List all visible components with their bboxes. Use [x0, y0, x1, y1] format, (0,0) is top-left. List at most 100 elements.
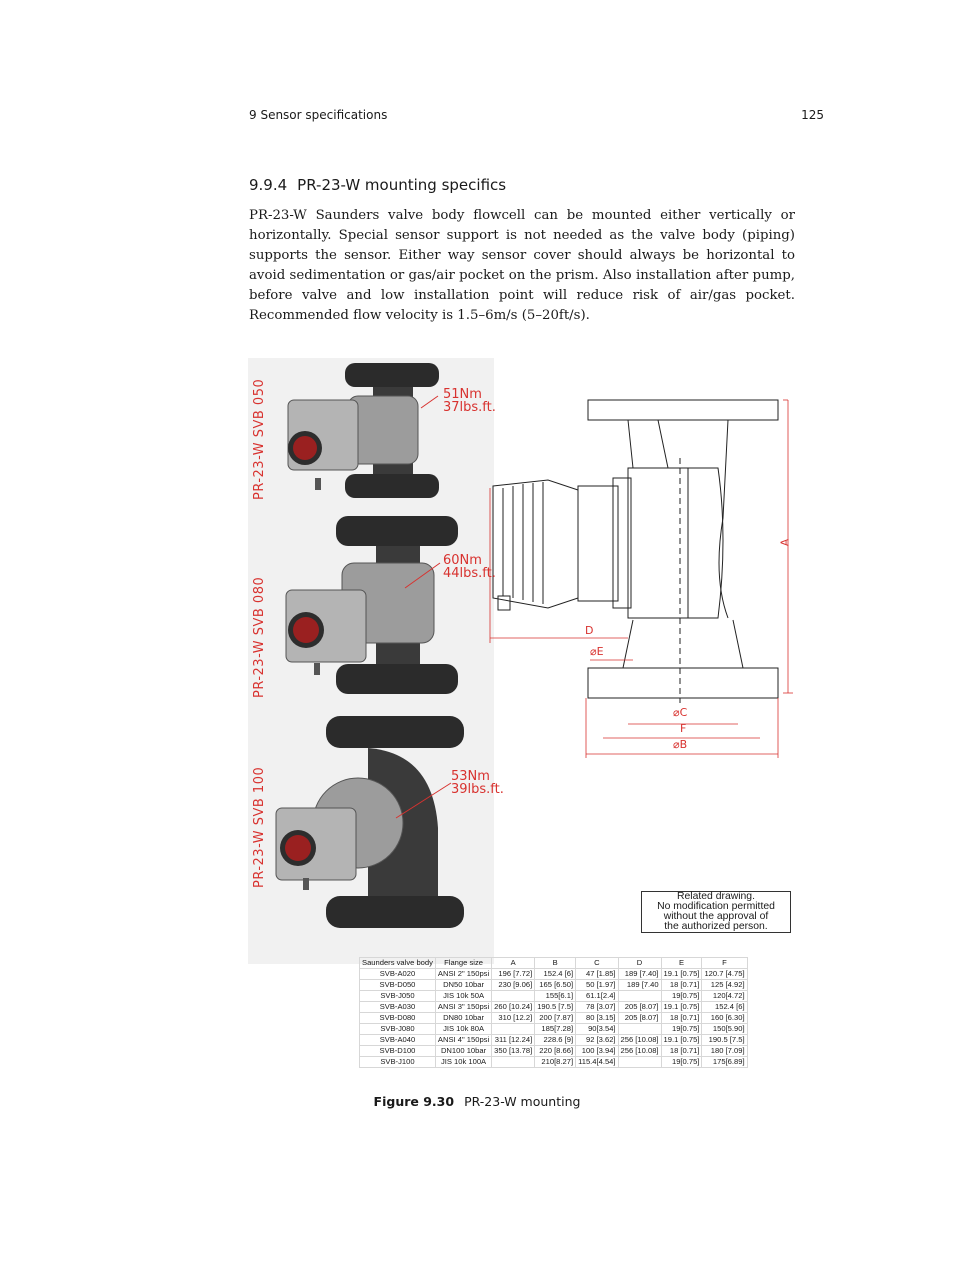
mounting-figure: PR-23-W SVB 050 PR-23-W SVB 080 PR-23-W …: [248, 358, 796, 964]
table-cell: 256 [10.08]: [617, 1045, 662, 1057]
table-cell: 100 [3.94]: [575, 1045, 619, 1057]
table-cell: DN50 10bar: [434, 979, 493, 991]
notice-line: Related drawing.: [677, 891, 755, 902]
table-cell: 350 [13.78]: [491, 1045, 536, 1057]
column-header: A: [491, 957, 536, 969]
table-cell: 190.5 [7.5]: [701, 1034, 748, 1046]
table-cell: SVB-D050: [359, 979, 436, 991]
dimension-c: ⌀C: [673, 706, 688, 719]
dimension-a: A: [778, 538, 792, 547]
table-cell: 120[4.72]: [701, 990, 748, 1002]
section-number: 9.9.4: [249, 176, 288, 194]
torque-nm: 60Nm: [443, 553, 482, 568]
table-cell: 18 [0.71]: [660, 1045, 703, 1057]
notice-line: without the approval of: [663, 911, 769, 922]
table-cell: 185[7.28]: [534, 1023, 577, 1035]
valve-svb050-render: [287, 363, 439, 498]
table-cell: 90[3.54]: [575, 1023, 619, 1035]
dimension-lines: [489, 399, 793, 758]
table-cell: 18 [0.71]: [660, 1012, 703, 1024]
table-cell: [617, 990, 662, 1002]
table-cell: JIS 10k 100A: [434, 1056, 493, 1068]
table-cell: 50 [1.97]: [575, 979, 619, 991]
table-cell: SVB-A030: [359, 1001, 436, 1013]
torque-note-svb050: 51Nm 37lbs.ft.: [443, 388, 496, 414]
table-cell: DN100 10bar: [434, 1045, 493, 1057]
table-cell: [491, 1056, 536, 1068]
table-cell: 160 [6.30]: [701, 1012, 748, 1024]
table-cell: 220 [8.66]: [534, 1045, 577, 1057]
table-cell: 150[5.90]: [701, 1023, 748, 1035]
table-cell: 125 [4.92]: [701, 979, 748, 991]
table-cell: 115.4[4.54]: [575, 1056, 619, 1068]
page-number: 125: [801, 108, 824, 122]
table-cell: SVB-D100: [359, 1045, 436, 1057]
table-cell: ANSI 3" 150psi: [434, 1001, 493, 1013]
table-cell: 19[0.75]: [660, 1056, 703, 1068]
table-cell: 175[6.89]: [701, 1056, 748, 1068]
table-cell: 61.1[2.4]: [575, 990, 619, 1002]
table-cell: 19.1 [0.75]: [660, 1001, 703, 1013]
table-cell: 189 [7.40: [617, 979, 662, 991]
table-cell: 19[0.75]: [660, 990, 703, 1002]
notice-line: the authorized person.: [664, 921, 768, 932]
valve-label-svb080: PR-23-W SVB 080: [252, 576, 267, 698]
table-cell: 19[0.75]: [660, 1023, 703, 1035]
table-cell: [617, 1023, 662, 1035]
table-cell: SVB-J100: [359, 1056, 436, 1068]
table-cell: 78 [3.07]: [575, 1001, 619, 1013]
table-cell: 200 [7.87]: [534, 1012, 577, 1024]
column-header: E: [660, 957, 703, 969]
column-header: D: [617, 957, 662, 969]
table-cell: DN80 10bar: [434, 1012, 493, 1024]
valve-label-svb050: PR-23-W SVB 050: [252, 378, 267, 500]
torque-note-svb100: 53Nm 39lbs.ft.: [451, 770, 504, 796]
torque-lbs: 37lbs.ft.: [443, 400, 496, 415]
notice-line: No modification permitted: [657, 901, 775, 912]
dimension-e: ⌀E: [590, 645, 604, 658]
column-header: C: [575, 957, 619, 969]
table-cell: 311 [12.24]: [491, 1034, 536, 1046]
table-cell: [617, 1056, 662, 1068]
table-cell: 18 [0.71]: [660, 979, 703, 991]
valve-svb080-render: [285, 516, 458, 694]
valve-label-svb100: PR-23-W SVB 100: [252, 766, 267, 888]
table-cell: ANSI 2" 150psi: [434, 968, 493, 980]
valve-svb100-render: [275, 716, 464, 928]
figure-label: Figure 9.30: [373, 1094, 455, 1109]
table-cell: 230 [9.06]: [491, 979, 536, 991]
section-heading: 9.9.4 PR-23-W mounting specifics: [249, 176, 506, 194]
table-cell: 165 [6.50]: [534, 979, 577, 991]
column-header: B: [534, 957, 577, 969]
valve-drawing: [248, 358, 796, 964]
column-header: Flange size: [434, 957, 493, 969]
drawing-notice-box: Related drawing. No modification permitt…: [641, 891, 791, 933]
table-cell: 196 [7.72]: [491, 968, 536, 980]
torque-nm: 53Nm: [451, 769, 490, 784]
table-cell: SVB-J080: [359, 1023, 436, 1035]
body-paragraph: PR-23-W Saunders valve body flowcell can…: [249, 208, 795, 323]
section-title: PR-23-W mounting specifics: [297, 176, 507, 194]
table-cell: 19.1 [0.75]: [660, 968, 703, 980]
table-cell: 92 [3.62]: [575, 1034, 619, 1046]
dimension-f: F: [680, 722, 687, 735]
table-cell: 260 [10.24]: [491, 1001, 536, 1013]
table-cell: JIS 10k 50A: [434, 990, 493, 1002]
running-header-chapter: 9 Sensor specifications: [249, 108, 388, 122]
table-cell: 120.7 [4.75]: [701, 968, 748, 980]
column-header: Saunders valve body: [359, 957, 436, 969]
table-cell: JIS 10k 80A: [434, 1023, 493, 1035]
section-line-drawing: [492, 399, 779, 703]
table-cell: 190.5 [7.5]: [534, 1001, 577, 1013]
torque-note-svb080: 60Nm 44lbs.ft.: [443, 554, 496, 580]
table-cell: [491, 1023, 536, 1035]
table-cell: 19.1 [0.75]: [660, 1034, 703, 1046]
